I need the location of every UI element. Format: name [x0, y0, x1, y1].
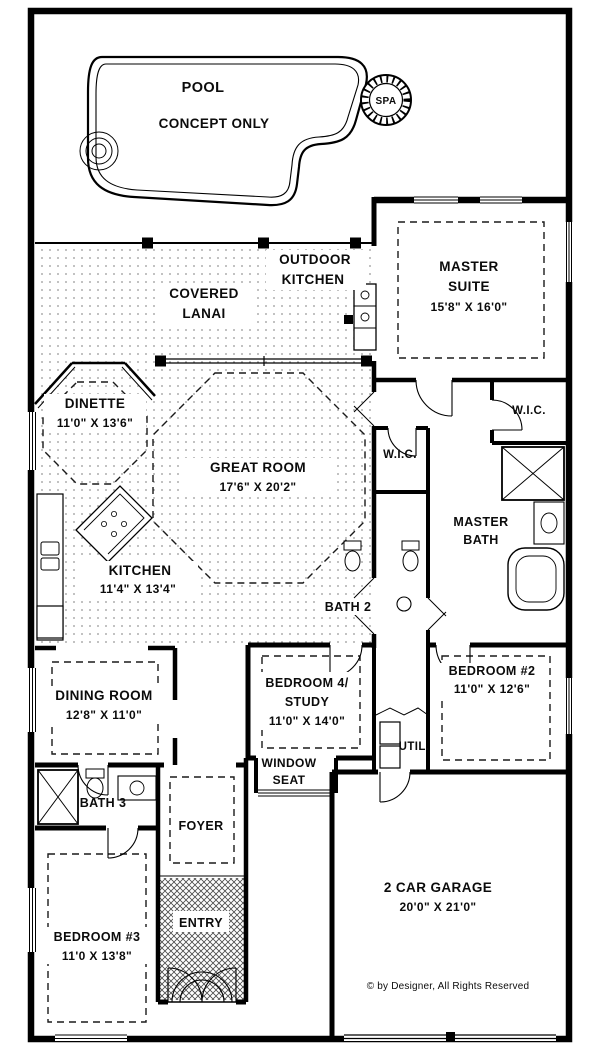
label-pool-concept: CONCEPT ONLY — [159, 116, 270, 131]
label-garage: 2 CAR GARAGE — [384, 880, 492, 895]
label-bath2: BATH 2 — [325, 600, 372, 614]
label-bedroom4-1: BEDROOM 4/ — [265, 676, 348, 690]
label-window-seat-2: SEAT — [273, 773, 306, 787]
label-garage-dims: 20'0" X 21'0" — [399, 900, 476, 914]
label-covered-lanai-1: COVERED — [169, 286, 239, 301]
windows — [27, 222, 573, 1041]
foyer-tray — [169, 776, 235, 864]
label-outdoor-kitchen-1: OUTDOOR — [279, 252, 351, 267]
master-vanity-sink — [533, 501, 565, 545]
garage-door-arc — [379, 771, 411, 803]
window-master-right — [564, 222, 573, 282]
label-master-suite-2: SUITE — [448, 279, 490, 294]
label-bedroom4-2: STUDY — [285, 695, 330, 709]
bedroom4-tray — [261, 655, 361, 749]
master-shower — [501, 446, 565, 501]
window-bedroom3-left — [27, 888, 36, 952]
master-door-arc — [415, 379, 453, 417]
master-tub — [507, 547, 565, 611]
walls — [34, 196, 567, 1037]
bath3-toilet — [85, 768, 105, 799]
label-master-bath-1: MASTER — [453, 515, 508, 529]
master-suite-tray — [397, 221, 545, 359]
label-pool: POOL — [182, 80, 225, 96]
pool-steps — [79, 131, 119, 171]
label-backplates — [44, 250, 547, 964]
label-outdoor-kitchen-2: KITCHEN — [282, 272, 345, 287]
label-kitchen: KITCHEN — [109, 563, 172, 578]
label-bedroom2-dims: 11'0" X 12'6" — [454, 682, 530, 696]
label-bath3: BATH 3 — [80, 796, 127, 810]
dinette-ceiling-octagon — [42, 381, 148, 485]
entry-door-arcs — [167, 967, 237, 1003]
spa — [360, 74, 412, 126]
bath2-toilet — [343, 540, 362, 572]
bedroom3-door-arc — [107, 827, 139, 859]
fixtures — [36, 283, 565, 825]
label-spa: SPA — [375, 96, 396, 107]
label-window-seat-1: WINDOW — [261, 756, 316, 770]
window-bedroom3-bottom — [55, 1033, 127, 1041]
garage-doors — [344, 1032, 556, 1041]
wic-left-door-arc — [387, 427, 417, 457]
label-wic-left: W.I.C. — [383, 449, 417, 461]
kitchen-counter — [36, 493, 64, 641]
label-bedroom2: BEDROOM #2 — [449, 664, 536, 678]
master-toilet — [401, 540, 420, 572]
label-great-room: GREAT ROOM — [210, 460, 306, 475]
porch-step-arcs — [171, 971, 233, 1003]
util-appliances — [379, 721, 401, 769]
label-dinette: DINETTE — [65, 396, 126, 411]
label-master-bath-2: BATH — [463, 533, 498, 547]
labels: POOL CONCEPT ONLY SPA OUTDOOR KITCHEN CO… — [54, 80, 546, 992]
bath3-door-arc — [77, 764, 109, 796]
label-bedroom3-dims: 11'0 X 13'8" — [62, 949, 132, 963]
window-bedroom2-right — [564, 678, 573, 734]
label-foyer: FOYER — [178, 819, 223, 833]
wic-right-door-arc — [491, 399, 523, 431]
copyright-text: © by Designer, All Rights Reserved — [367, 981, 530, 992]
bedroom2-tray — [441, 655, 551, 761]
label-util: UTIL. — [399, 741, 430, 753]
label-wic-right: W.I.C. — [512, 405, 546, 417]
label-entry: ENTRY — [179, 916, 223, 930]
bath3-shower — [37, 769, 79, 825]
label-bedroom4-dims: 11'0" X 14'0" — [269, 714, 345, 728]
label-master-suite-dims: 15'8" X 16'0" — [430, 300, 507, 314]
opening-ticks — [353, 391, 447, 635]
label-great-room-dims: 17'6" X 20'2" — [219, 480, 296, 494]
door-swings — [77, 379, 523, 1003]
pool-area — [79, 55, 412, 207]
outdoor-kitchen-counter — [344, 283, 377, 351]
label-bedroom3: BEDROOM #3 — [54, 930, 141, 944]
great-room-ceiling-octagon — [152, 372, 366, 584]
label-kitchen-dims: 11'4" X 13'4" — [100, 582, 176, 596]
label-dinette-dims: 11'0" X 13'6" — [57, 416, 133, 430]
label-dining-room-dims: 12'8" X 11'0" — [66, 708, 142, 722]
window-dinette-left — [27, 412, 36, 470]
kitchen-island — [75, 485, 153, 563]
bath3-vanity-sink — [117, 775, 157, 801]
bath2-sink — [396, 596, 412, 612]
label-dining-room: DINING ROOM — [55, 688, 152, 703]
label-master-suite-1: MASTER — [439, 259, 498, 274]
label-covered-lanai-2: LANAI — [182, 306, 225, 321]
entry-tile-hatch — [160, 878, 244, 1000]
window-dining-left — [27, 668, 36, 732]
